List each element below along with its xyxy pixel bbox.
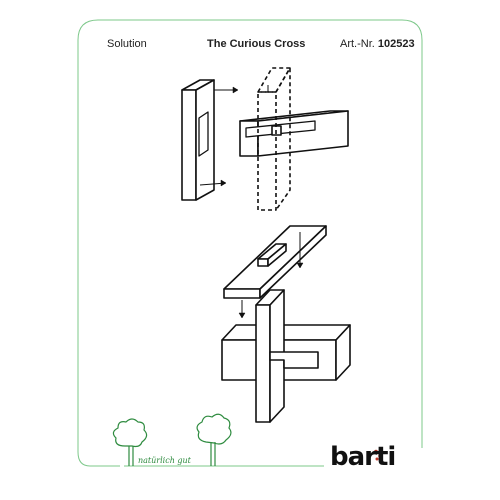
article-number-value: 102523 [377,38,415,50]
top-assembly-drawing [181,67,349,211]
solution-label: Solution [107,38,147,50]
tree-icon [112,418,148,466]
bottom-assembly-drawing [221,225,351,423]
brand-logo: barti [330,442,396,472]
page-title: The Curious Cross [207,38,306,50]
slogan: natürlich gut [138,456,191,465]
tree-icon [196,413,232,466]
article-prefix: Art.-Nr. [340,38,375,50]
article-number: Art.-Nr. 102523 [340,38,415,50]
green-border-line [77,19,423,467]
logo-mark-icon [373,449,382,461]
